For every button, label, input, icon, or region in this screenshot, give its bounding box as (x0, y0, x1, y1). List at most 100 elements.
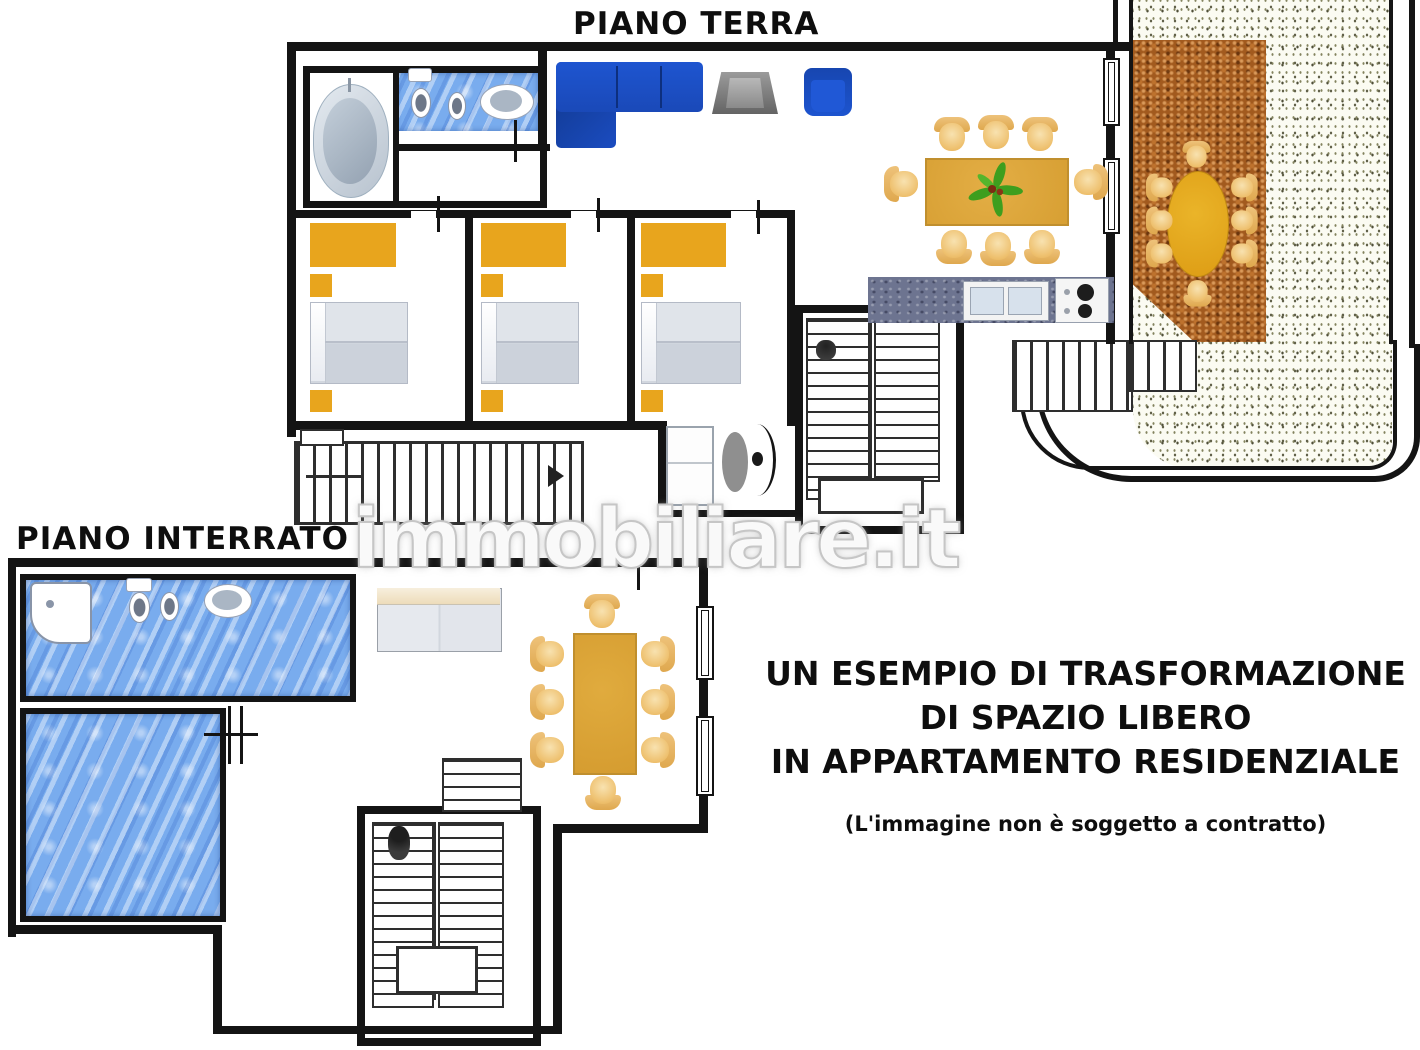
basement-title: PIANO INTERRATO (16, 521, 349, 557)
door-jamb (637, 550, 640, 590)
plant-icon (968, 162, 1023, 217)
ground-floor-title: PIANO TERRA (573, 6, 820, 42)
chair-icon (530, 684, 568, 720)
caption-line-3: IN APPARTAMENTO RESIDENZIALE (770, 742, 1401, 781)
wall (8, 558, 16, 937)
door-gap (571, 211, 596, 218)
chair-icon (530, 636, 568, 672)
staircase-icon (442, 758, 522, 812)
chair-icon (884, 166, 922, 202)
chair-icon (1022, 117, 1058, 155)
sofa-seam (616, 66, 618, 108)
stair-midline (306, 475, 364, 478)
wall (553, 824, 708, 833)
wall (393, 73, 399, 201)
door-jamb (204, 733, 258, 736)
stair-landing (818, 478, 924, 514)
wall (658, 421, 666, 517)
door-jamb (597, 198, 600, 232)
toilet-icon (411, 88, 431, 118)
caption-line-2: DI SPAZIO LIBERO (919, 698, 1252, 737)
wall (213, 925, 222, 1034)
door-arc-icon (757, 424, 776, 496)
bed-icon (310, 302, 408, 384)
chair-icon (1024, 226, 1060, 264)
hall-rug-icon (722, 432, 748, 492)
door-jamb (437, 196, 440, 232)
exterior-staircase-icon (1129, 340, 1197, 392)
sofa-icon (556, 62, 703, 112)
door-handle-icon (752, 452, 763, 466)
stair-rail (868, 318, 872, 490)
hall-cabinet-icon (666, 426, 714, 506)
wall (553, 824, 562, 1034)
wall (287, 421, 667, 430)
sink-basin (1008, 287, 1042, 315)
chair-icon (584, 594, 620, 632)
sink-basin (970, 287, 1004, 315)
wall (213, 1026, 562, 1034)
bidet-icon (448, 92, 466, 120)
chair-icon (978, 115, 1014, 153)
chair-icon (980, 228, 1016, 266)
bathtub-basin (323, 98, 377, 184)
chair-icon (1183, 277, 1212, 307)
wall (1113, 0, 1118, 44)
burner-knob (1064, 308, 1070, 314)
door-gap (411, 211, 436, 218)
wardrobe-icon (481, 223, 566, 267)
wall (787, 210, 795, 426)
chair-icon (530, 732, 568, 768)
wall (465, 210, 473, 430)
wall (8, 925, 222, 934)
wall (287, 42, 296, 437)
caption-block: UN ESEMPIO DI TRASFORMAZIONE DI SPAZIO L… (758, 652, 1413, 836)
sink-basin (212, 590, 242, 610)
wall (699, 558, 708, 833)
chair-icon (637, 732, 675, 768)
sink-basin (490, 90, 522, 112)
door-jamb (757, 200, 760, 234)
basement-room (20, 708, 226, 922)
wardrobe-icon (641, 223, 726, 267)
nightstand-icon (641, 274, 663, 297)
drain-icon (46, 600, 54, 608)
chair-icon (637, 684, 675, 720)
dining-table-icon (573, 633, 637, 775)
chair-icon (1146, 206, 1176, 235)
chair-icon (1146, 239, 1176, 268)
bed-icon (641, 302, 741, 384)
toilet-cistern-icon (408, 68, 432, 82)
nightstand-icon (641, 390, 663, 412)
burner-knob (1064, 289, 1070, 295)
wall (538, 42, 547, 151)
sofa-seam (660, 66, 662, 108)
wall (1129, 0, 1133, 344)
door-jamb (514, 120, 517, 162)
burner-icon (1077, 284, 1094, 301)
exterior-staircase-icon (1012, 340, 1133, 412)
nightstand-icon (310, 274, 332, 297)
chair-icon (1228, 206, 1258, 235)
staircase-icon (874, 318, 940, 482)
terrace-outer-fence-line (1409, 0, 1415, 348)
caption-note: (L'immagine non è soggetto a contratto) (844, 812, 1327, 836)
wall (287, 210, 795, 218)
nightstand-icon (310, 390, 332, 412)
window-icon (696, 606, 714, 680)
tv-screen (726, 78, 764, 108)
armchair-seat (811, 80, 845, 112)
terrace-table-icon (1167, 171, 1229, 277)
caption-line-1: UN ESEMPIO DI TRASFORMAZIONE (765, 654, 1406, 693)
chair-icon (1146, 173, 1176, 202)
chair-icon (585, 772, 621, 810)
staircase-icon (294, 441, 584, 525)
nightstand-icon (481, 390, 503, 412)
burner-icon (1078, 304, 1092, 318)
bidet-icon (160, 592, 179, 621)
wardrobe-icon (310, 223, 396, 267)
wall (398, 144, 550, 151)
terrace-inner-fence-line (1389, 0, 1393, 344)
shower-tray-icon (30, 582, 92, 644)
